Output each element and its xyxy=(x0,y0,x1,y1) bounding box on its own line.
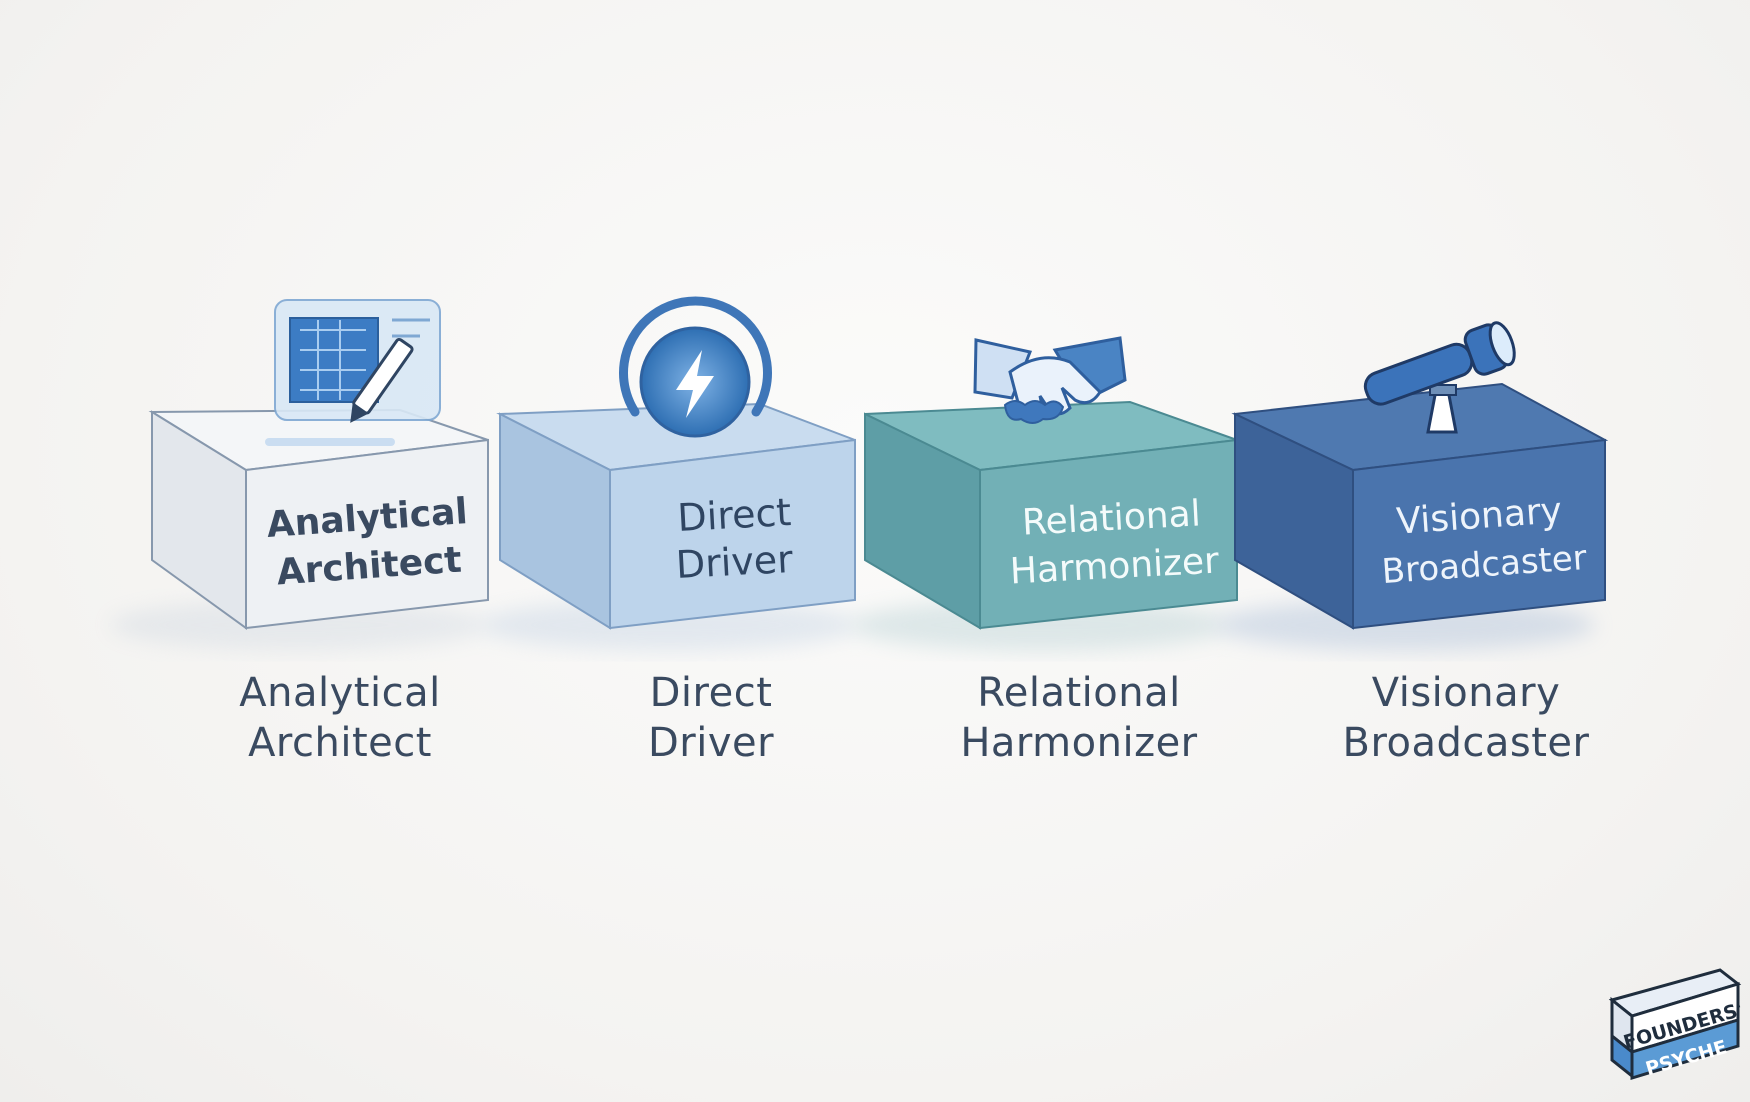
label-visionary-broadcaster: Visionary Broadcaster xyxy=(1286,668,1646,768)
box-relational-harmonizer: Relational Harmonizer xyxy=(864,336,1238,630)
label-line1: Relational xyxy=(977,670,1181,716)
label-line2: Harmonizer xyxy=(960,720,1198,766)
label-analytical-architect: Analytical Architect xyxy=(160,668,520,768)
label-line1: Visionary xyxy=(1371,670,1561,716)
label-line2: Driver xyxy=(647,720,775,766)
box-front xyxy=(1352,438,1606,630)
box-direct-driver: Direct Driver xyxy=(496,296,856,630)
lightning-bolt-icon xyxy=(619,296,772,438)
label-line1: Analytical xyxy=(239,670,441,716)
founders-psyche-logo: FOUNDERS' PSYCHE xyxy=(1608,968,1746,1080)
box-face-line1: Relational xyxy=(1021,493,1202,543)
box-face-line2: Driver xyxy=(675,537,794,587)
box-front xyxy=(979,438,1238,630)
box-front xyxy=(245,438,489,630)
telescope-icon xyxy=(1363,321,1516,434)
blueprint-pencil-icon xyxy=(265,299,441,446)
label-line1: Direct xyxy=(649,670,773,716)
handshake-icon xyxy=(973,336,1127,424)
box-face-line1: Direct xyxy=(676,490,792,540)
label-relational-harmonizer: Relational Harmonizer xyxy=(899,668,1259,768)
label-line2: Architect xyxy=(248,720,432,766)
label-direct-driver: Direct Driver xyxy=(531,668,891,768)
box-analytical-architect: Analytical Architect xyxy=(148,299,489,630)
label-line2: Broadcaster xyxy=(1342,720,1590,766)
box-visionary-broadcaster: Visionary Broadcaster xyxy=(1231,321,1609,630)
box-front xyxy=(609,438,856,630)
